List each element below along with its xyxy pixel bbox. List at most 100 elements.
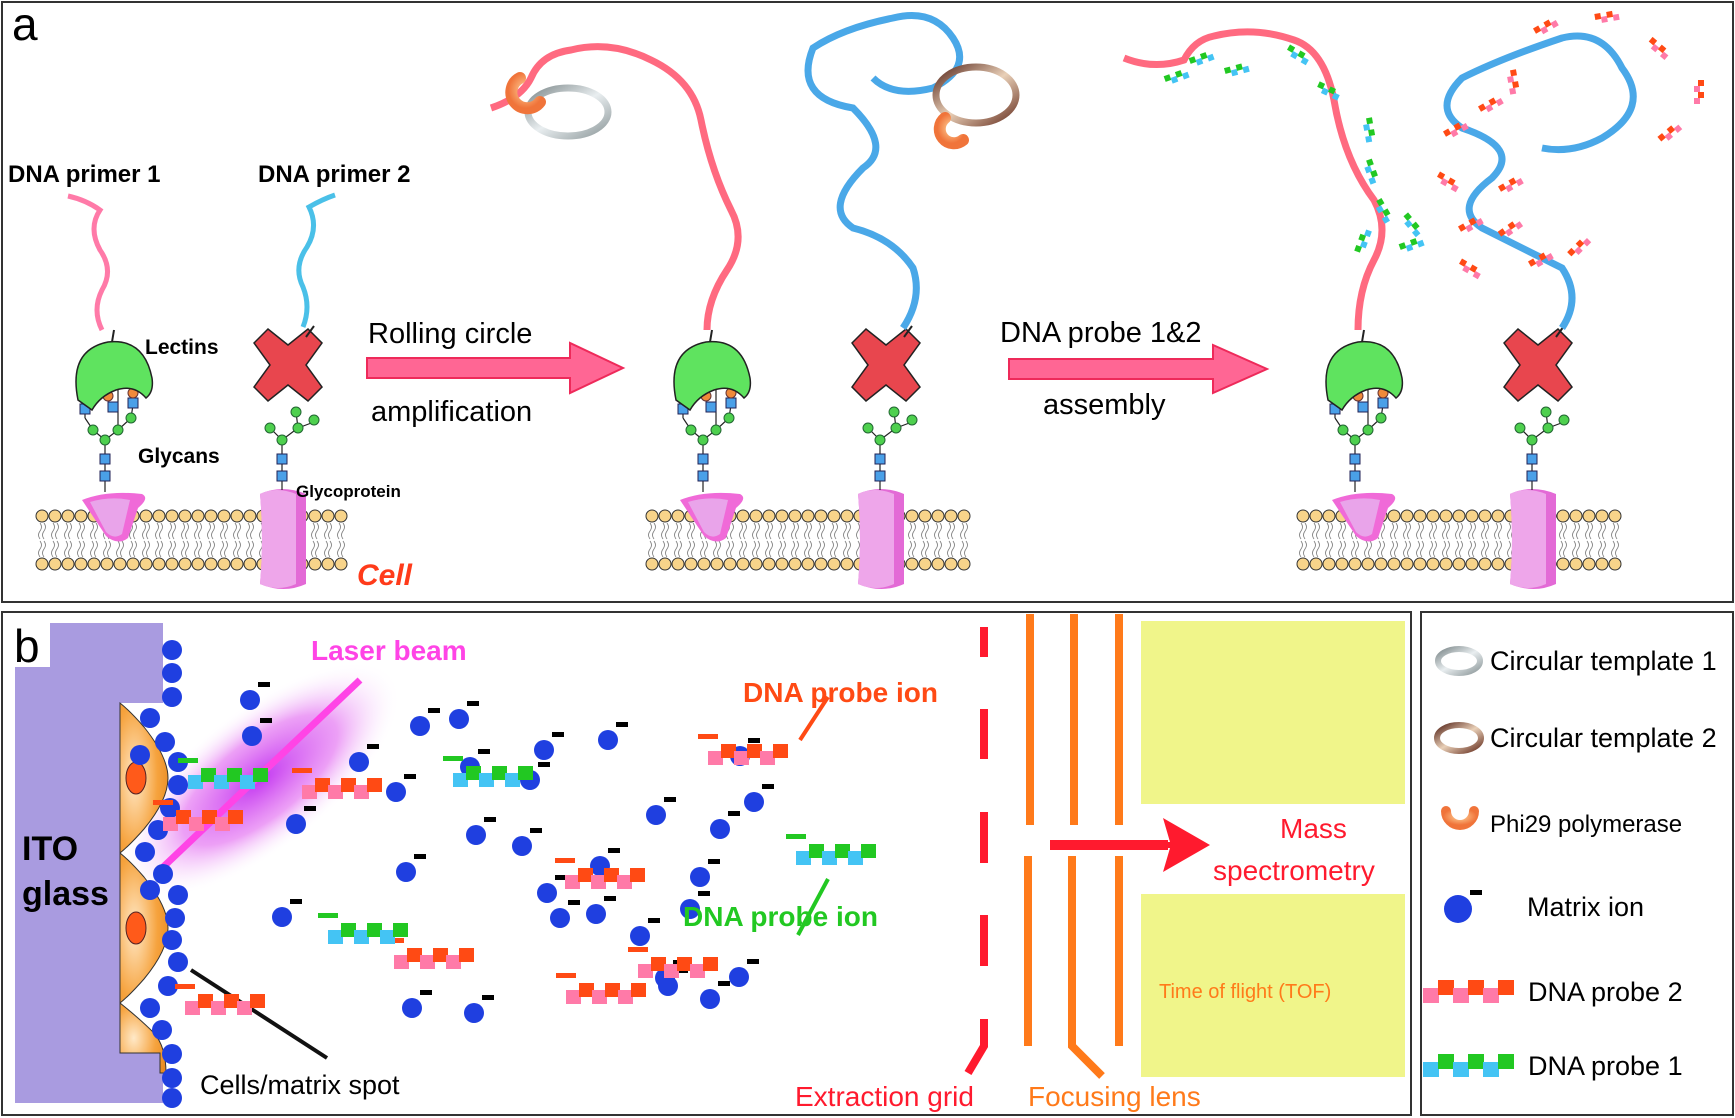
lipid-head xyxy=(957,509,971,523)
probe-unit xyxy=(492,766,507,780)
probe-unit xyxy=(302,785,317,799)
probe-unit xyxy=(189,817,204,831)
negative-charge xyxy=(698,734,718,739)
probe-unit xyxy=(1297,50,1306,59)
circular-template-1 xyxy=(524,84,612,140)
matrix-ion xyxy=(410,716,430,736)
lipid-head xyxy=(905,557,919,571)
probe-unit xyxy=(1515,178,1524,187)
lectin-green xyxy=(673,340,752,412)
lipid-tail xyxy=(207,522,215,558)
lipid-head xyxy=(152,557,166,571)
lipid-head xyxy=(113,557,127,571)
negative-charge xyxy=(484,817,496,822)
mannose-circle xyxy=(264,422,276,434)
dna-probe-1-ion xyxy=(318,913,408,944)
matrix-ion xyxy=(630,926,650,946)
matrix-ion xyxy=(550,908,570,928)
negative-charge xyxy=(428,708,440,713)
probe-unit xyxy=(1600,15,1608,23)
panel-a-content xyxy=(35,10,1704,589)
glcnac-square xyxy=(874,453,886,465)
lipid-head xyxy=(1582,509,1596,523)
matrix-spot-particle xyxy=(153,864,173,884)
lipid-tail xyxy=(155,522,163,558)
matrix-ion xyxy=(402,998,422,1018)
probe-unit xyxy=(1365,135,1373,143)
legend-item: Matrix ion xyxy=(1444,890,1644,923)
probe-unit xyxy=(433,948,448,962)
lipid-head xyxy=(918,557,932,571)
probe-unit xyxy=(1290,51,1299,60)
probe-unit xyxy=(1468,980,1484,995)
probe-unit xyxy=(1469,264,1478,273)
phi29-polymerase xyxy=(933,112,969,150)
probe-unit xyxy=(1317,81,1326,90)
probe-unit xyxy=(240,775,255,789)
lipid-head xyxy=(775,509,789,523)
lipid-head xyxy=(1348,557,1362,571)
probe-unit xyxy=(1545,253,1554,262)
probe-unit xyxy=(1538,252,1547,261)
matrix-ion xyxy=(386,782,406,802)
lipid-head xyxy=(723,557,737,571)
lipid-head xyxy=(814,557,828,571)
tof-tube-lower xyxy=(1141,894,1405,1077)
probe-unit xyxy=(1535,259,1544,268)
probe-unit xyxy=(566,990,581,1004)
lipid-tail xyxy=(817,522,825,558)
lipid-tail xyxy=(1312,522,1320,558)
lipid-head xyxy=(334,509,348,523)
legend-item: DNA probe 1 xyxy=(1423,1051,1683,1081)
label-cell: Cell xyxy=(357,559,413,592)
probe-unit xyxy=(1460,123,1469,132)
lipid-head xyxy=(61,509,75,523)
lipid-head xyxy=(1556,557,1570,571)
probe-unit xyxy=(848,851,863,865)
mass-spec-label-line1: Mass xyxy=(1280,813,1347,844)
lipid-tail xyxy=(311,522,319,558)
lipid-head xyxy=(204,557,218,571)
matrix-spot-particle xyxy=(155,732,175,752)
extraction-grid-label: Extraction grid xyxy=(795,1081,974,1112)
glycoprotein-1-inner xyxy=(1340,498,1380,537)
legend-item: Circular template 1 xyxy=(1435,646,1717,676)
panel-b-frame xyxy=(1,611,1412,1116)
probe-unit xyxy=(1666,125,1676,134)
probe-unit xyxy=(237,1001,252,1015)
glcnac-square xyxy=(1349,470,1361,482)
matrix-ion xyxy=(512,836,532,856)
lipid-head xyxy=(139,557,153,571)
lipid-tail xyxy=(194,522,202,558)
probe-unit xyxy=(630,868,645,882)
assembled-dna-probe-2 xyxy=(1458,217,1484,233)
mannose-circle xyxy=(276,434,288,446)
matrix-ion xyxy=(286,814,306,834)
arrow1-label-bottom: amplification xyxy=(371,396,532,428)
lipid-head xyxy=(191,557,205,571)
legend-frame xyxy=(1420,611,1734,1116)
glycan-right xyxy=(264,406,320,490)
legend-label: Circular template 1 xyxy=(1490,646,1717,676)
lipid-tail xyxy=(791,522,799,558)
probe-unit xyxy=(1366,158,1374,167)
phi29-polymerase-icon xyxy=(1441,806,1479,830)
glycoprotein-1-inner xyxy=(90,498,130,537)
probe-unit xyxy=(176,810,191,824)
probe-unit xyxy=(1543,19,1552,28)
lipid-head xyxy=(1309,509,1323,523)
probe-unit xyxy=(1510,69,1517,77)
probe-unit xyxy=(1364,165,1373,174)
probe-unit xyxy=(1163,74,1172,82)
probe-unit xyxy=(446,955,461,969)
lipid-head xyxy=(1387,557,1401,571)
negative-charge xyxy=(698,891,710,896)
lipid-head xyxy=(1439,509,1453,523)
lipid-head xyxy=(1595,509,1609,523)
assembled-dna-probe-2 xyxy=(1437,171,1459,193)
probe-unit xyxy=(1170,75,1179,84)
probe-unit xyxy=(1488,97,1497,106)
legend-label: Circular template 2 xyxy=(1490,723,1717,753)
lipid-head xyxy=(35,509,49,523)
lipid-head xyxy=(1452,557,1466,571)
